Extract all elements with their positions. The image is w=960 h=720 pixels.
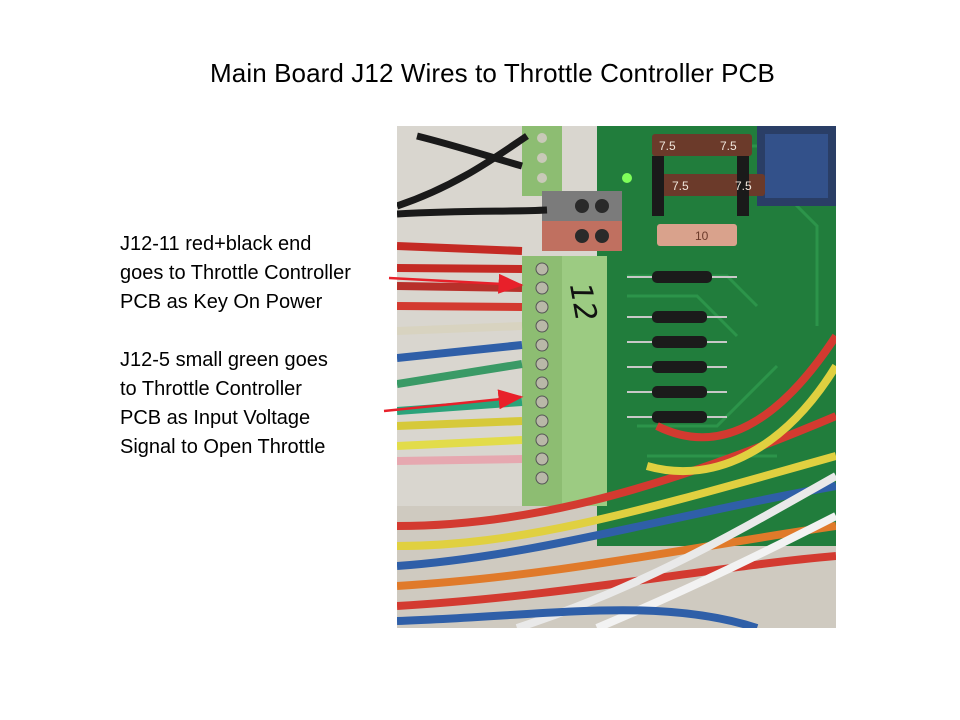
fuse-label: 7.5: [659, 139, 676, 153]
annotation-line: J12-11 red+black end: [120, 233, 312, 255]
fuse-label: 7.5: [720, 139, 737, 153]
annotation-line: goes to Throttle Controller: [120, 262, 351, 284]
fuse-label: 10: [695, 229, 709, 243]
circuit-board-photo: 7.5 7.5 7.5 7.5 10: [397, 126, 836, 628]
slide-title: Main Board J12 Wires to Throttle Control…: [210, 58, 775, 88]
annotation-line: Signal to Open Throttle: [120, 436, 326, 458]
fuse-label: 7.5: [735, 179, 752, 193]
annotation-line: PCB as Input Voltage: [120, 407, 311, 429]
annotation-key-on-power: J12-11 red+black end goes to Throttle Co…: [120, 230, 351, 317]
connector-marking: 12: [562, 280, 603, 324]
annotation-input-voltage: J12-5 small green goes to Throttle Contr…: [120, 346, 328, 462]
annotation-line: PCB as Key On Power: [120, 291, 323, 313]
fuse-label: 7.5: [672, 179, 689, 193]
annotation-line: J12-5 small green goes: [120, 349, 328, 371]
fuse-group: [652, 134, 765, 246]
annotation-line: to Throttle Controller: [120, 378, 302, 400]
